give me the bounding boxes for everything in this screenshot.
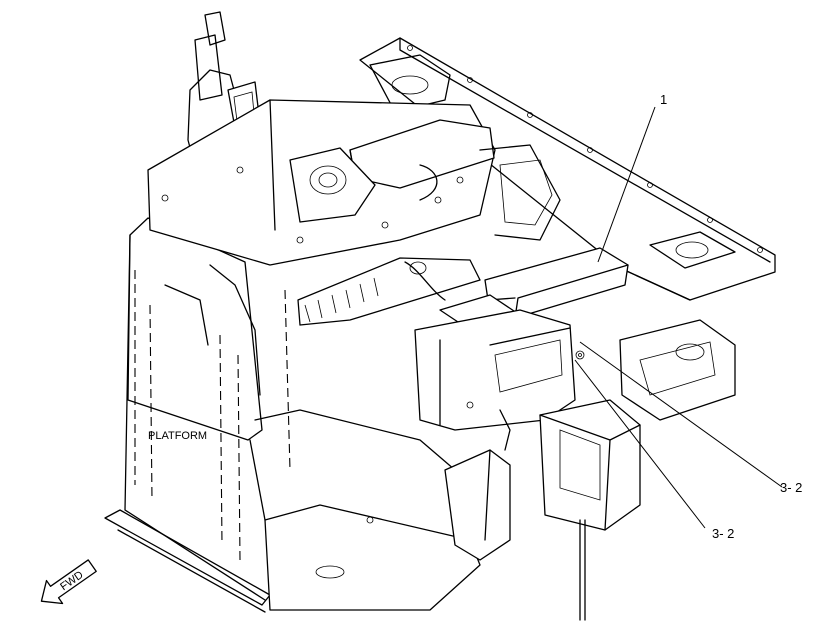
- callout-leaders: [574, 106, 783, 529]
- callout-3-2-lower: 3- 2: [712, 526, 734, 541]
- fwd-arrow-icon: FWD: [40, 559, 97, 605]
- center-column: [444, 449, 511, 561]
- electrical-box: [539, 319, 736, 621]
- dashboard-assembly: [147, 99, 561, 266]
- callout-3-2-right: 3- 2: [780, 480, 802, 495]
- side-console: [414, 309, 585, 451]
- platform-label: PLATFORM: [148, 430, 207, 442]
- floor-base: [249, 409, 481, 611]
- platform-body: [104, 217, 291, 613]
- wiring-harness: [297, 257, 481, 326]
- callout-1: 1: [660, 92, 667, 107]
